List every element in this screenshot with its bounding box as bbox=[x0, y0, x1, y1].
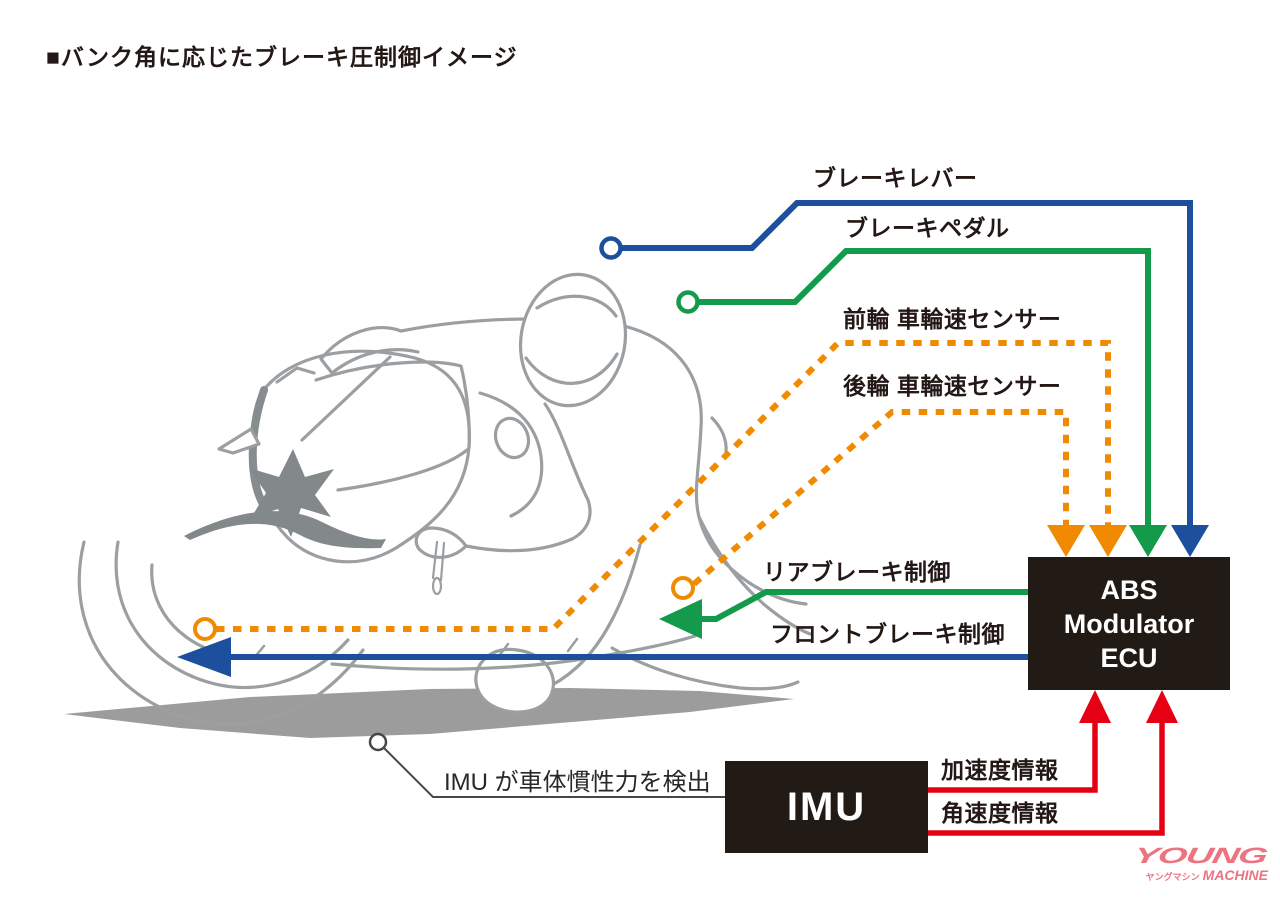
tail-cowl bbox=[319, 326, 420, 375]
imu-caption: IMU が車体慣性力を検出 bbox=[444, 769, 711, 796]
rider-glove bbox=[414, 526, 468, 559]
label-brake-pedal: ブレーキペダル bbox=[845, 215, 1010, 241]
front-brake-control-line bbox=[177, 637, 1028, 677]
label-angular-velocity-info: 角速度情報 bbox=[941, 800, 1059, 826]
abs-box-line3: ECU bbox=[1100, 642, 1158, 673]
label-acceleration-info: 加速度情報 bbox=[941, 757, 1059, 783]
brake-lever-line bbox=[599, 200, 1209, 557]
arrow-down-orange-rear bbox=[1047, 525, 1085, 557]
arrow-down-blue bbox=[1171, 525, 1209, 557]
logo-katakana-text: ヤングマシン bbox=[1145, 872, 1200, 882]
fairing-graphic-star bbox=[249, 449, 334, 537]
label-front-wheel-sensor: 前輪 車輪速センサー bbox=[843, 306, 1062, 332]
fairing-bottom-edge bbox=[184, 511, 386, 549]
rear-wheel-sensor-line bbox=[671, 409, 1085, 600]
label-front-brake-control: フロントブレーキ制御 bbox=[770, 621, 1005, 647]
arrow-down-orange-front bbox=[1089, 525, 1127, 557]
arrow-left-blue bbox=[177, 637, 231, 677]
logo-young-text: YOUNG bbox=[1131, 843, 1269, 868]
abs-box-line2: Modulator bbox=[1063, 608, 1195, 639]
label-rear-brake-control: リアブレーキ制御 bbox=[763, 559, 951, 585]
rear-brake-control-line bbox=[659, 589, 1028, 639]
front-wheel-sensor-line bbox=[193, 340, 1127, 641]
imu-callout-marker bbox=[368, 732, 388, 752]
front-wheel bbox=[77, 540, 365, 726]
rider-arm bbox=[543, 402, 592, 541]
label-brake-lever: ブレーキレバー bbox=[813, 165, 978, 191]
helmet bbox=[518, 272, 628, 408]
helmet-visor bbox=[524, 352, 619, 385]
label-rear-wheel-sensor: 後輪 車輪速センサー bbox=[843, 373, 1062, 399]
angular-velocity-info-line bbox=[928, 690, 1178, 836]
abs-modulator-ecu-box: ABS Modulator ECU bbox=[1028, 557, 1230, 690]
logo-machine-text: MACHINE bbox=[1202, 867, 1268, 883]
arrow-up-red-2 bbox=[1146, 690, 1178, 723]
ground-shadow bbox=[64, 688, 794, 738]
imu-box-label: IMU bbox=[786, 784, 867, 829]
tank-pad bbox=[493, 416, 531, 460]
arrow-down-green bbox=[1129, 525, 1167, 557]
winglet bbox=[217, 427, 261, 455]
imu-box: IMU bbox=[725, 761, 928, 853]
page-title: ■バンク角に応じたブレーキ圧制御イメージ bbox=[46, 44, 518, 70]
abs-box-line1: ABS bbox=[1100, 574, 1158, 605]
motorcycle-illustration bbox=[77, 272, 812, 726]
imu-callout-line bbox=[368, 732, 726, 798]
brake-pedal-line bbox=[676, 248, 1167, 557]
arrow-up-red-1 bbox=[1079, 690, 1111, 723]
arrow-left-green bbox=[659, 599, 702, 639]
acceleration-info-line bbox=[928, 690, 1111, 793]
